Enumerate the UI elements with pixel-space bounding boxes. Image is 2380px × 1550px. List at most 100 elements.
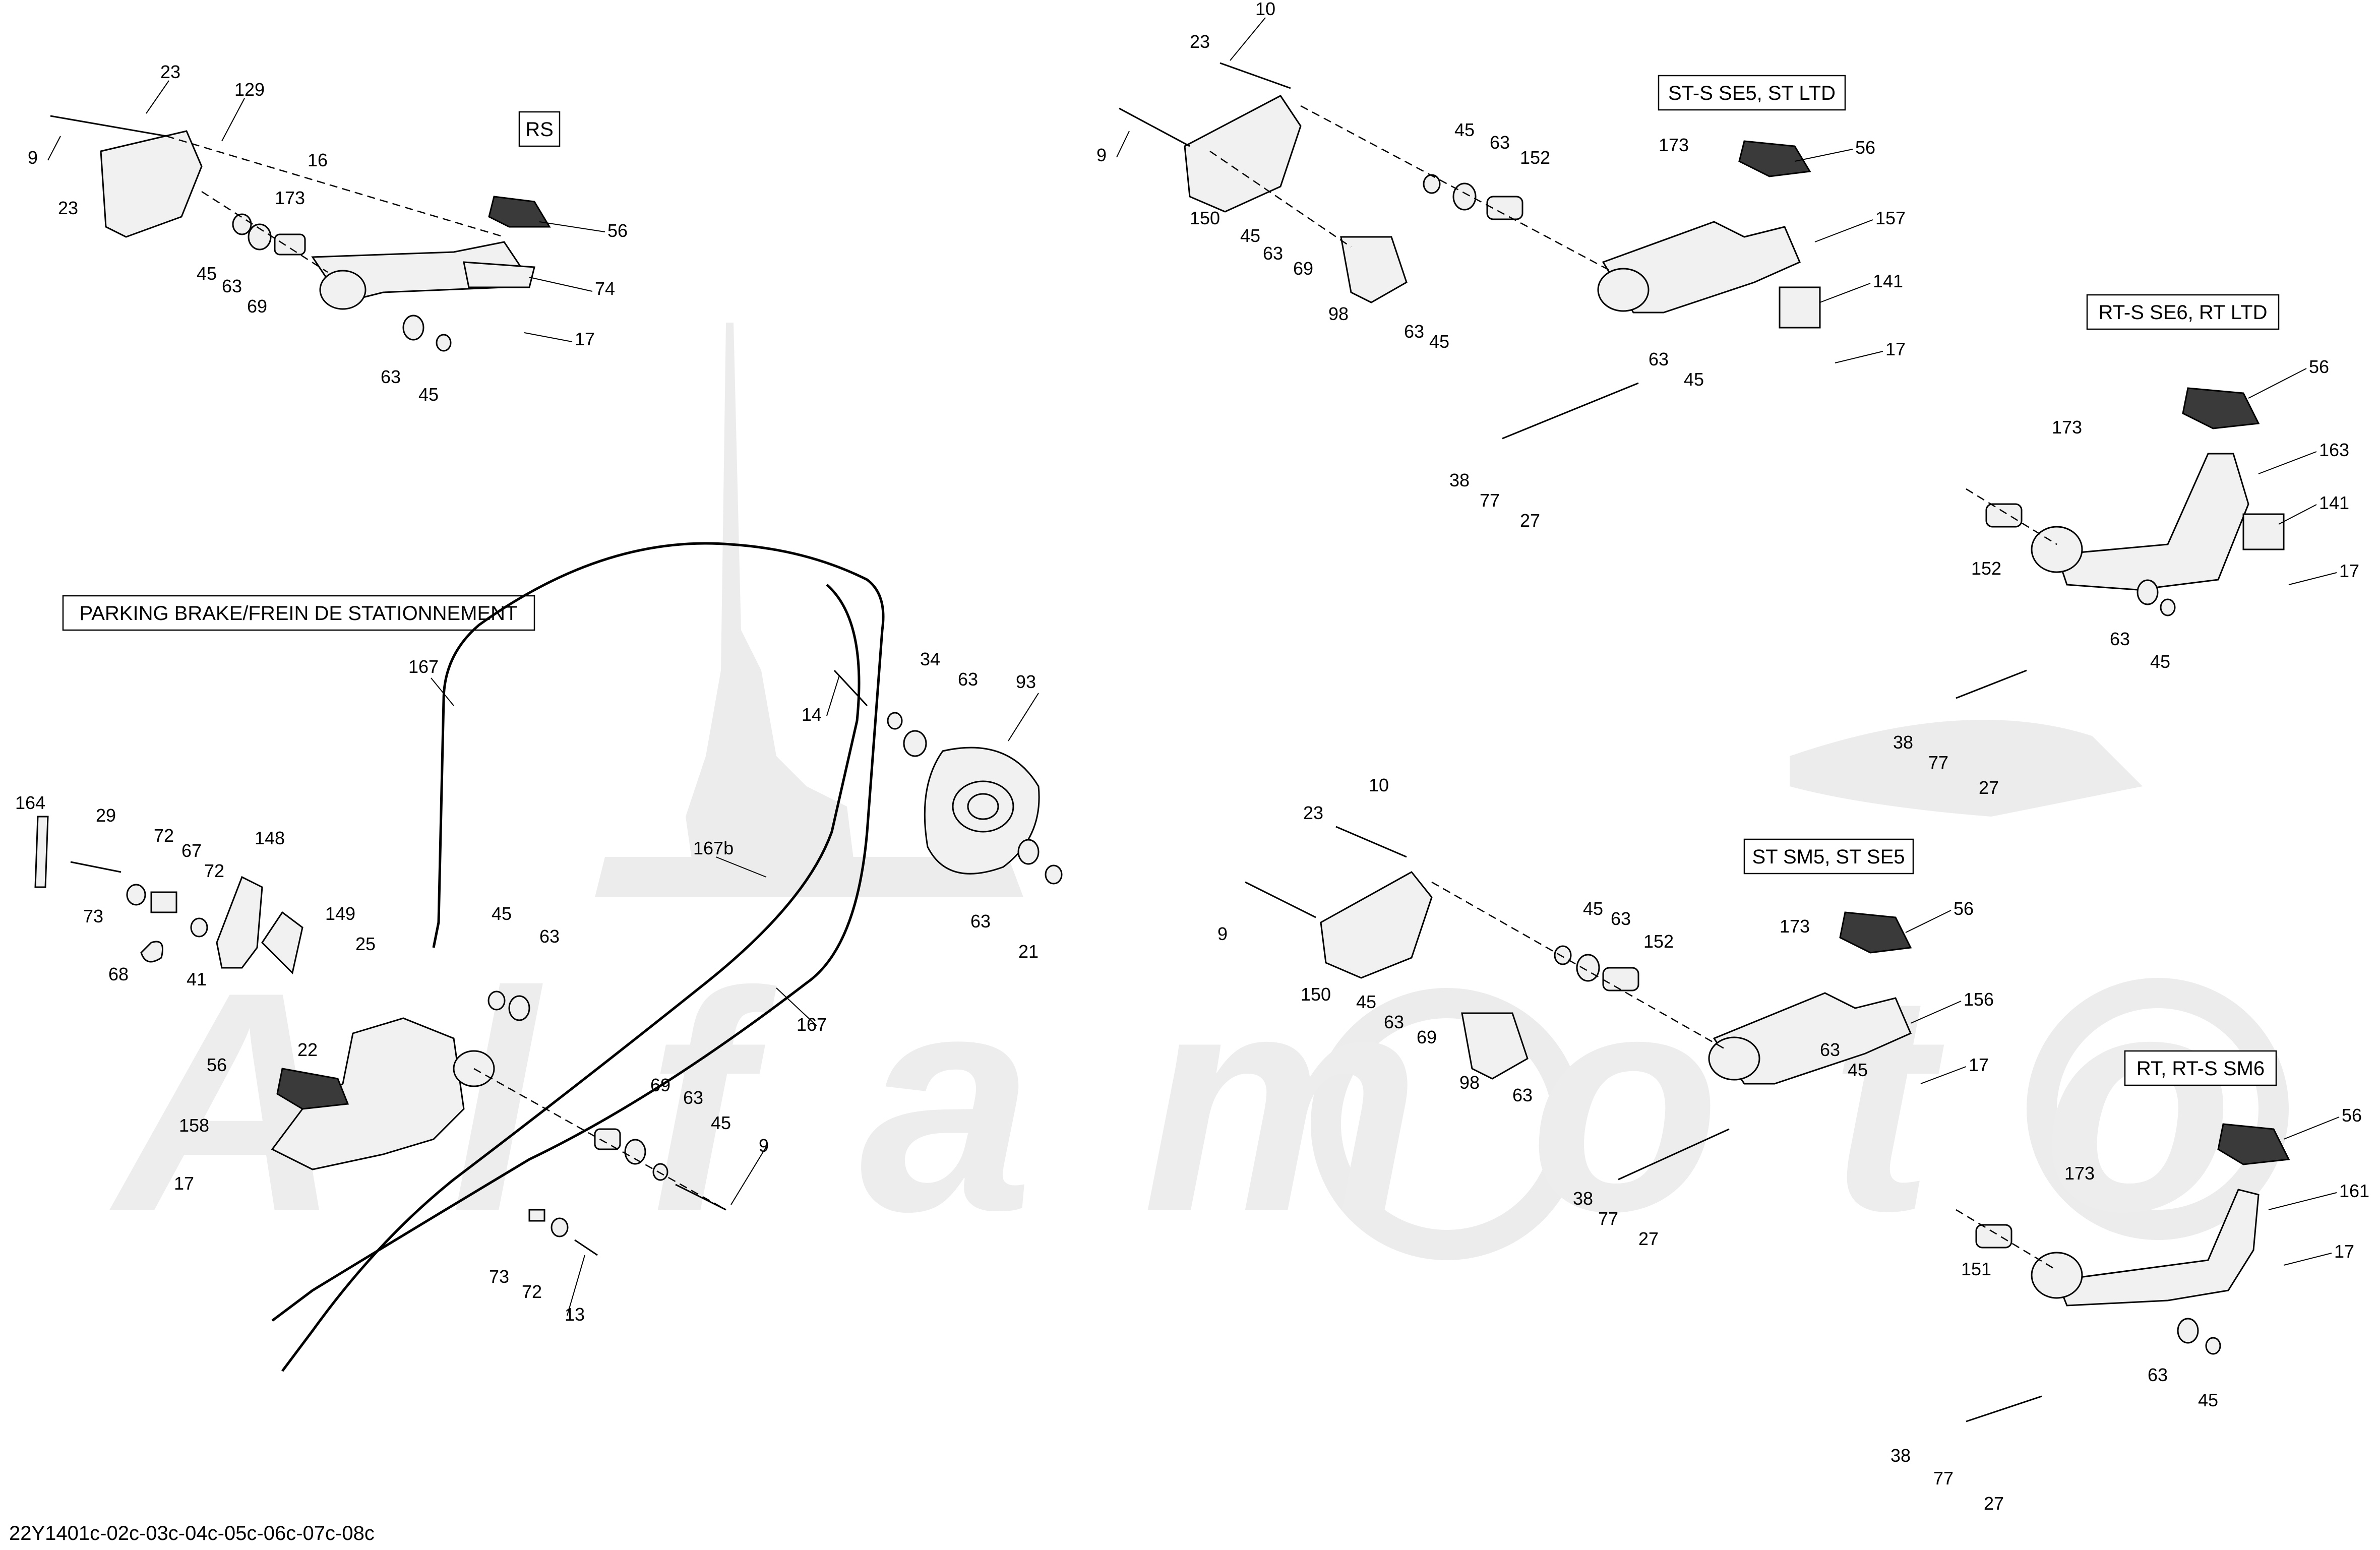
- callout: 63: [958, 669, 978, 690]
- variant-label-parking-brake: PARKING BRAKE/FREIN DE STATIONNEMENT: [80, 602, 518, 625]
- callout: 45: [1240, 225, 1260, 246]
- stsm-bolt-10: [1335, 826, 1407, 858]
- variant-label-rs: RS: [525, 118, 554, 141]
- stsm-part-98: [1461, 1012, 1529, 1080]
- variant-box-st-sm5: ST SM5, ST SE5: [1743, 838, 1914, 875]
- callout: 167: [797, 1014, 827, 1035]
- drum-center: [967, 793, 999, 820]
- callout: 56: [207, 1055, 227, 1075]
- callout: 38: [1449, 470, 1470, 490]
- rs-washer: [232, 213, 252, 235]
- variant-box-rt-sm6: RT, RT-S SM6: [2124, 1050, 2277, 1086]
- callout: 68: [108, 964, 129, 984]
- pb-spring-164: [34, 816, 49, 888]
- variant-label-st-s-se5: ST-S SE5, ST LTD: [1668, 82, 1836, 104]
- callout: 45: [711, 1112, 731, 1133]
- callout: 27: [1984, 1493, 2004, 1514]
- callout: 56: [2342, 1105, 2362, 1126]
- callout: 72: [522, 1281, 542, 1302]
- callout: 17: [174, 1173, 194, 1194]
- sts-part-98: [1340, 236, 1408, 303]
- callout: 69: [650, 1075, 670, 1095]
- rs-bearing: [248, 223, 272, 251]
- callout: 63: [1611, 908, 1631, 929]
- pb-part-73: [528, 1209, 545, 1222]
- rs-bolt-9: [50, 115, 167, 137]
- callout: 152: [1971, 558, 2001, 579]
- callout: 93: [1016, 671, 1036, 692]
- callout: 173: [2064, 1163, 2095, 1184]
- callout: 152: [1520, 147, 1550, 168]
- callout: 72: [204, 860, 224, 881]
- callout: 45: [1583, 898, 1603, 919]
- rtsm-bushing-151: [1975, 1224, 2012, 1249]
- stsm-bushing-152: [1602, 967, 1639, 991]
- pb-bearing-63d: [624, 1139, 646, 1165]
- callout: 38: [1893, 732, 1913, 753]
- callout: 173: [275, 188, 305, 208]
- callout: 173: [1659, 135, 1689, 155]
- callout: 63: [1512, 1085, 1533, 1105]
- pb-bracket-148: [216, 876, 263, 969]
- pb-nut-21: [1045, 864, 1063, 885]
- group-st-s-se5: [1119, 62, 1821, 440]
- rts-rod-77: [1956, 669, 2027, 699]
- pb-clip-68: [140, 941, 163, 963]
- rts-bushing-152: [1985, 503, 2023, 528]
- sts-bearing: [1452, 182, 1477, 211]
- rts-washer: [2160, 598, 2176, 616]
- rts-pedal-pad: [2182, 387, 2260, 429]
- callout: 141: [2319, 492, 2349, 513]
- callout: 17: [575, 329, 595, 349]
- sts-bushing-152: [1486, 196, 1523, 220]
- sts-pivot: [1597, 268, 1650, 312]
- rs-pad-mount: [463, 261, 535, 288]
- callout: 38: [1890, 1445, 1911, 1466]
- callout: 29: [96, 805, 116, 826]
- callout: 45: [197, 263, 217, 284]
- callout: 25: [355, 934, 376, 954]
- stsm-rod-77: [1618, 1128, 1730, 1181]
- callout: 9: [28, 147, 38, 168]
- callout: 45: [1848, 1060, 1868, 1080]
- callout: 157: [1875, 208, 1906, 228]
- group-rs: [50, 115, 551, 352]
- callout: 151: [1961, 1259, 1991, 1279]
- rts-brake-pedal-arm: [2055, 453, 2249, 591]
- callout: 141: [1873, 271, 1903, 291]
- callout: 16: [308, 150, 328, 170]
- callout: 63: [970, 911, 991, 932]
- callout: 63: [222, 276, 242, 296]
- pb-washer-72: [551, 1217, 569, 1237]
- callout: 161: [2339, 1181, 2369, 1201]
- callout: 63: [1404, 321, 1424, 342]
- rts-pivot: [2031, 526, 2083, 573]
- callout: 63: [1384, 1012, 1404, 1032]
- callout: 152: [1643, 931, 1674, 952]
- pb-pin-29: [70, 861, 121, 873]
- cable-167-end: [432, 700, 445, 948]
- callouts-rt-sm6: 56 173 161 151 17 63 45 38 77 27: [1890, 1105, 2369, 1514]
- stsm-bearing: [1576, 954, 1600, 982]
- callout: 156: [1964, 989, 1994, 1010]
- pb-washer-45: [487, 990, 506, 1011]
- callout: 45: [1684, 369, 1704, 390]
- variant-label-rt-s-se6: RT-S SE6, RT LTD: [2099, 301, 2268, 324]
- callout: 98: [1328, 303, 1349, 324]
- variant-box-rt-s-se6: RT-S SE6, RT LTD: [2086, 294, 2280, 330]
- callout: 67: [181, 840, 202, 861]
- pb-bolt-13: [574, 1239, 598, 1256]
- callout: 23: [1303, 802, 1323, 823]
- callout: 69: [247, 296, 267, 317]
- sts-bolt-9: [1119, 107, 1190, 147]
- callout: 17: [2334, 1241, 2354, 1262]
- pb-plate-149: [261, 911, 303, 974]
- callout: 63: [539, 926, 560, 947]
- sts-pedal-pad: [1738, 140, 1811, 177]
- callouts-rt-s-se6: 56 173 163 141 152 17 63 45 38 77 27: [1893, 356, 2359, 798]
- stsm-brake-pedal-arm: [1713, 992, 1912, 1085]
- callout: 27: [1520, 510, 1540, 531]
- callout: 45: [1454, 119, 1475, 140]
- callout: 41: [187, 969, 207, 989]
- pb-washer-34: [887, 712, 903, 730]
